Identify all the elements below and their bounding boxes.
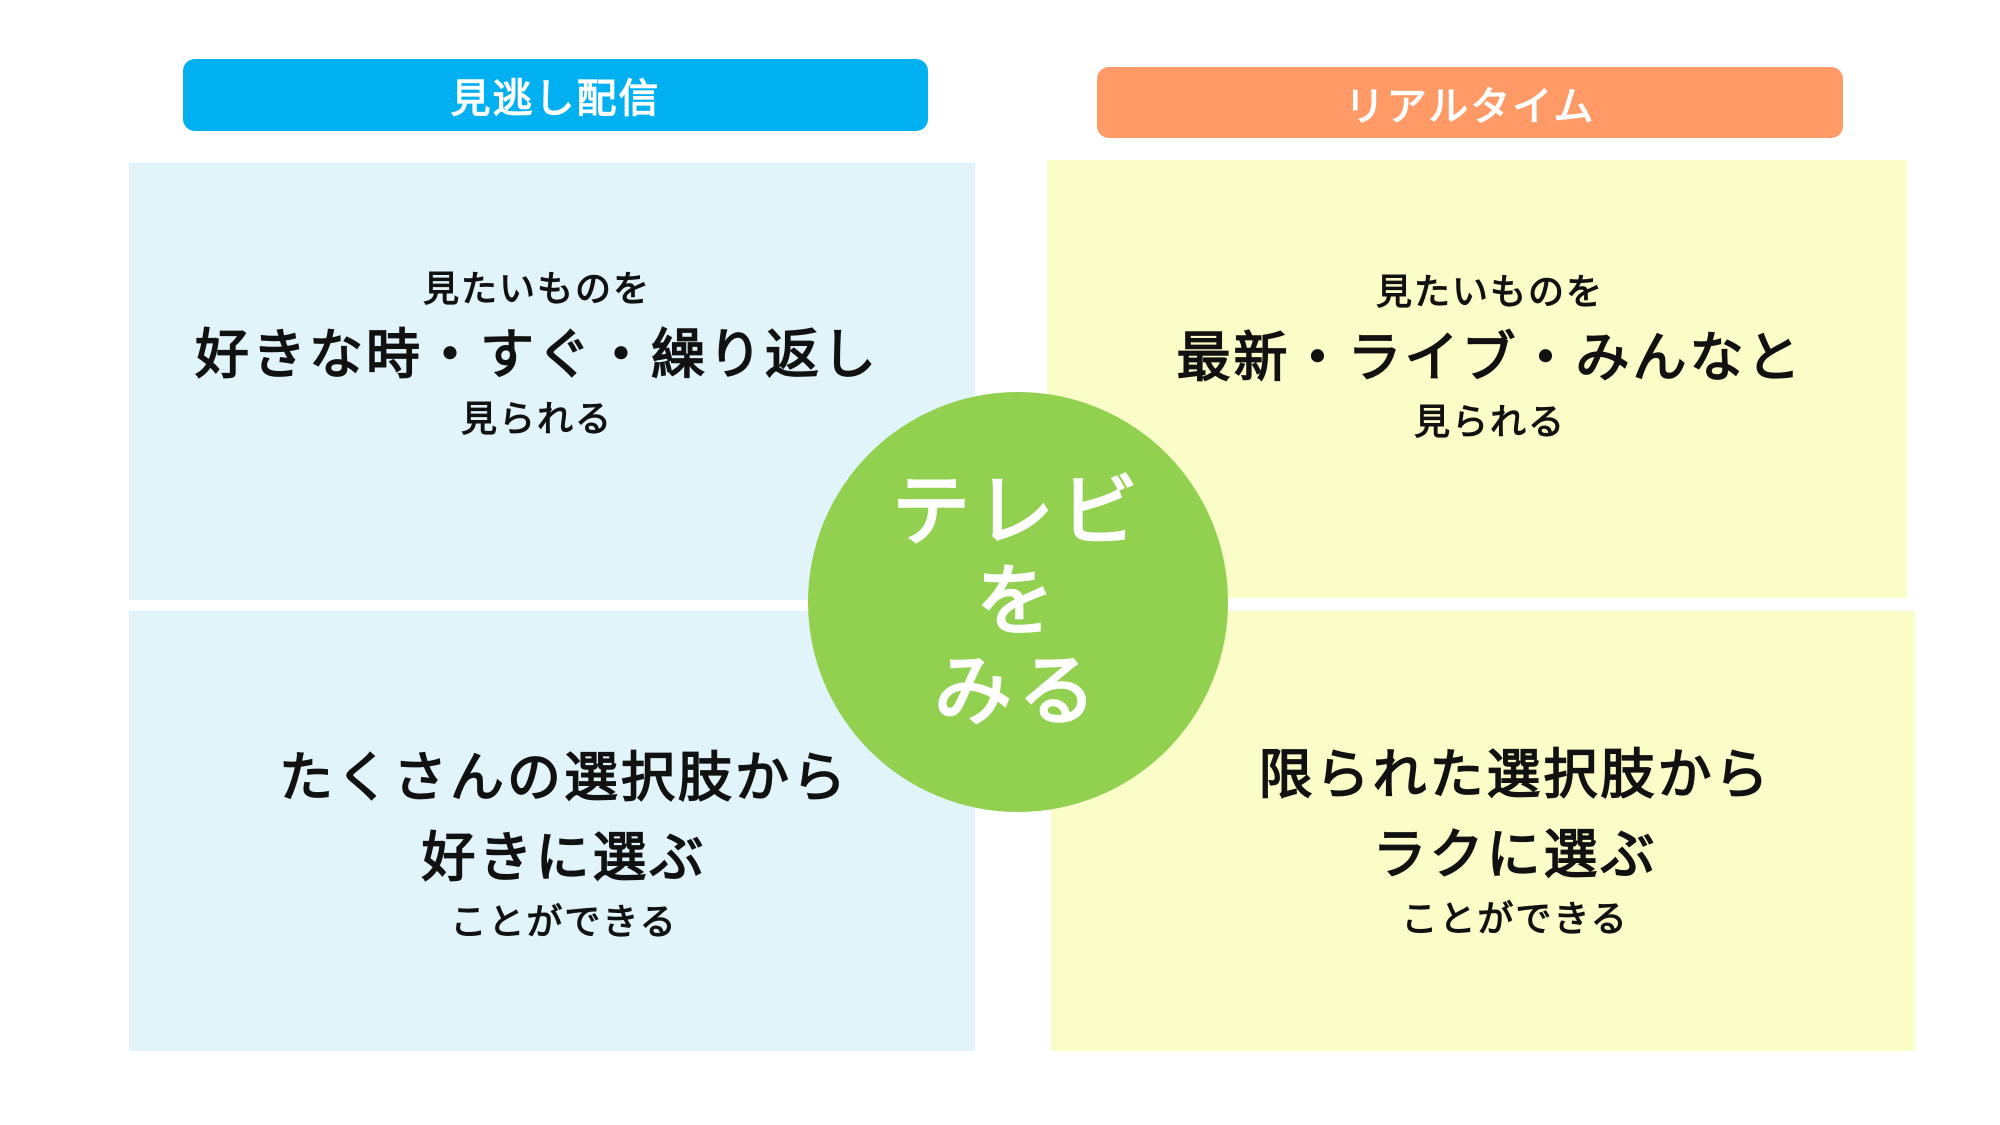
bottom-right-text: 限られた選択肢から ラクに選ぶ ことができる bbox=[1045, 735, 1985, 945]
bottom-right-main-2: ラクに選ぶ bbox=[1372, 823, 1658, 886]
header-realtime: リアルタイム bbox=[1097, 67, 1843, 138]
top-left-text: 見たいものを 好きな時・すぐ・繰り返し 見られる bbox=[129, 265, 945, 445]
center-line-2: を bbox=[975, 557, 1060, 647]
top-right-main: 最新・ライブ・みんなと bbox=[1176, 326, 1804, 389]
top-left-post: 見られる bbox=[460, 399, 613, 440]
bottom-left-text: たくさんの選択肢から 好きに選ぶ ことができる bbox=[129, 738, 999, 948]
bottom-left-main-1: たくさんの選択肢から bbox=[279, 746, 849, 809]
header-missed-streaming: 見逃し配信 bbox=[183, 59, 928, 131]
bottom-right-post: ことができる bbox=[1401, 899, 1629, 940]
top-right-pre: 見たいものを bbox=[1375, 272, 1604, 313]
top-right-text: 見たいものを 最新・ライブ・みんなと 見られる bbox=[1040, 268, 1940, 448]
bottom-right-main-1: 限られた選択肢から bbox=[1258, 743, 1772, 806]
bottom-left-main-2: 好きに選ぶ bbox=[421, 826, 707, 889]
top-left-pre: 見たいものを bbox=[422, 269, 651, 310]
top-left-main: 好きな時・すぐ・繰り返し bbox=[195, 323, 879, 386]
top-right-post: 見られる bbox=[1413, 402, 1566, 443]
bottom-left-post: ことができる bbox=[450, 902, 678, 943]
center-circle: テレビ を みる bbox=[808, 392, 1228, 812]
center-line-3: みる bbox=[933, 647, 1102, 737]
center-line-1: テレビ bbox=[891, 467, 1144, 557]
